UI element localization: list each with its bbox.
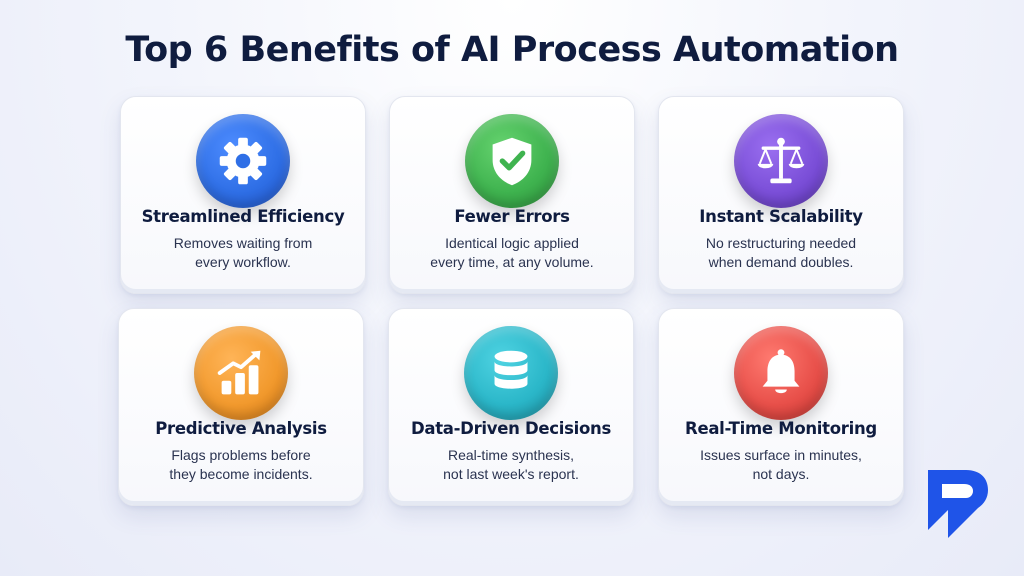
- benefit-card-streamlined-efficiency: Streamlined Efficiency Removes waiting f…: [120, 96, 366, 294]
- card-title: Streamlined Efficiency: [141, 207, 345, 226]
- benefit-card-data-driven-decisions: Data-Driven Decisions Real-time synthesi…: [388, 308, 634, 506]
- benefit-card-real-time-monitoring: Real-Time Monitoring Issues surface in m…: [658, 308, 904, 506]
- database-icon: [464, 326, 558, 420]
- card-title: Data-Driven Decisions: [410, 419, 612, 438]
- card-description: Issues surface in minutes, not days.: [700, 447, 862, 482]
- benefit-card-predictive-analysis: Predictive Analysis Flags problems befor…: [118, 308, 364, 506]
- benefit-card-fewer-errors: Fewer Errors Identical logic applied eve…: [389, 96, 635, 294]
- card-title: Instant Scalability: [699, 207, 863, 226]
- scales-icon: [734, 114, 828, 208]
- page-title: Top 6 Benefits of AI Process Automation: [125, 30, 899, 70]
- card-description: Removes waiting from every workflow.: [173, 235, 313, 270]
- brand-logo-icon: [928, 470, 988, 538]
- chart-arrow-icon: [194, 326, 288, 420]
- shield-check-icon: [465, 114, 559, 208]
- card-title: Predictive Analysis: [155, 419, 327, 438]
- bell-icon: [734, 326, 828, 420]
- card-description: Real-time synthesis, not last week's rep…: [443, 447, 579, 482]
- card-description: Identical logic applied every time, at a…: [430, 235, 594, 270]
- card-title: Real-Time Monitoring: [685, 419, 877, 438]
- card-description: Flags problems before they become incide…: [169, 447, 313, 482]
- gear-icon: [196, 114, 290, 208]
- benefit-card-instant-scalability: Instant Scalability No restructuring nee…: [658, 96, 904, 294]
- card-title: Fewer Errors: [454, 207, 570, 226]
- card-description: No restructuring needed when demand doub…: [705, 235, 857, 270]
